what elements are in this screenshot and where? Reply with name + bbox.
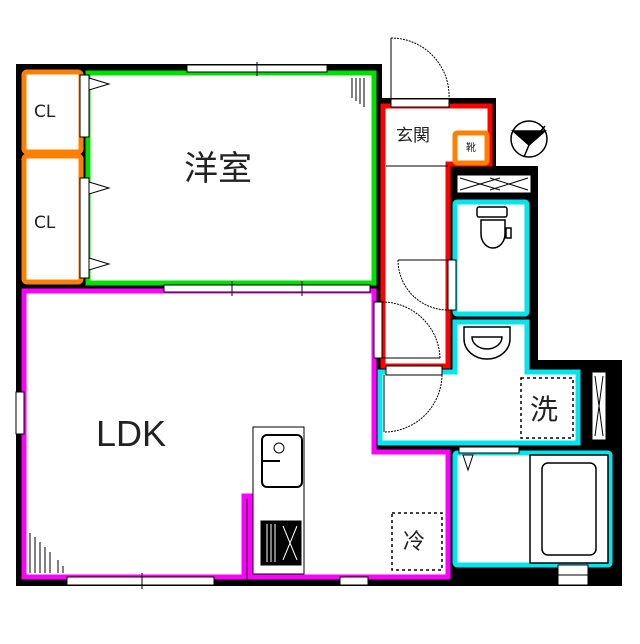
toilet-area (452, 199, 530, 317)
compass-icon (510, 120, 548, 158)
washing-machine-label: 洗 (530, 393, 559, 426)
western-room-area (85, 70, 377, 286)
western-room-label: 洋室 (184, 149, 252, 189)
entrance-area (380, 103, 493, 369)
ldk-label: LDK (96, 413, 167, 454)
refrigerator-label: 冷 (403, 530, 426, 555)
entrance-label: 玄関 (396, 126, 430, 146)
closet-1-label: CL (34, 102, 56, 122)
closet-2-label: CL (34, 213, 56, 233)
shoe-box-label: 靴 (466, 143, 476, 154)
